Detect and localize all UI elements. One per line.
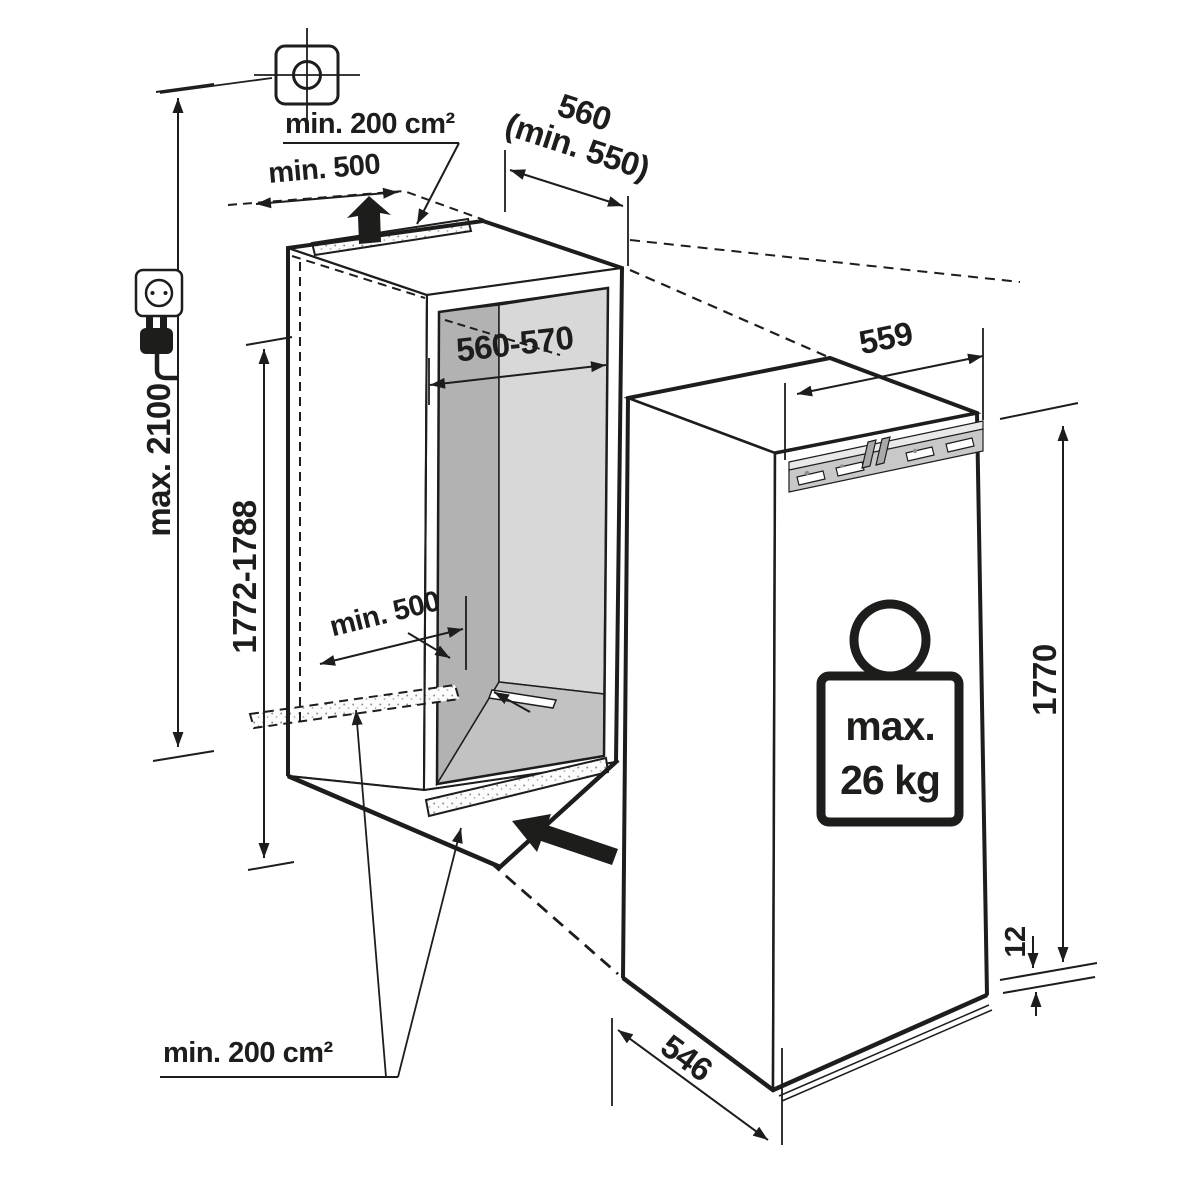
top-vent-area-callout: min. 200 cm² bbox=[283, 108, 460, 225]
appliance-side-face bbox=[621, 396, 777, 1093]
label-niche-height: 1772-1788 bbox=[226, 500, 263, 653]
label-clearance-above: min. 500 bbox=[267, 148, 381, 190]
position-crosshair-icon bbox=[254, 28, 360, 122]
niche-outline-right bbox=[482, 219, 625, 763]
airflow-up-arrow bbox=[347, 196, 391, 244]
appliance-height-dimension: 1770 bbox=[999, 402, 1098, 981]
label-door-weight-max: max. bbox=[845, 703, 934, 749]
niche-front-fold-line bbox=[423, 294, 428, 791]
niche-outline-bottom bbox=[287, 758, 620, 870]
power-socket-icon bbox=[134, 268, 184, 318]
niche-opening-outline bbox=[435, 286, 610, 786]
niche-hidden-edge-dashed bbox=[444, 319, 561, 356]
appliance-outline-bottom bbox=[621, 976, 988, 1093]
label-door-weight-value: 26 kg bbox=[840, 757, 940, 803]
appliance-front-top-edge bbox=[774, 411, 978, 455]
label-appliance-height: 1770 bbox=[1026, 644, 1063, 715]
niche-hidden-rear-top bbox=[291, 255, 426, 299]
niche-hidden-floor-vent bbox=[248, 683, 461, 730]
niche-to-appliance-bottom-projection bbox=[489, 860, 619, 976]
label-plinth-gap: 12 bbox=[1000, 926, 1032, 957]
label-max-height: max. 2100 bbox=[140, 383, 177, 536]
bottom-vent-area-callout: min. 200 cm² bbox=[160, 709, 463, 1078]
airflow-intake-arrow bbox=[512, 814, 618, 865]
power-plug-icon bbox=[140, 316, 179, 381]
crosshair-leader-line bbox=[159, 77, 273, 94]
label-vent-area-bottom: min. 200 cm² bbox=[163, 1037, 334, 1069]
plinth-gap-dimension: 12 bbox=[1000, 926, 1096, 1016]
niche-height-dimension: 1772-1788 bbox=[226, 336, 295, 871]
niche-to-appliance-top-projection bbox=[629, 268, 827, 358]
niche-outline-left-top bbox=[286, 219, 484, 776]
max-height-dimension: max. 2100 bbox=[140, 83, 215, 762]
max-weight-icon: max. 26 kg bbox=[816, 599, 964, 827]
label-appliance-depth-top: 559 bbox=[856, 314, 916, 361]
appliance-base-lines bbox=[778, 1004, 993, 1102]
label-vent-area-top: min. 200 cm² bbox=[285, 108, 456, 140]
wall-projection-dashed-line bbox=[629, 239, 1021, 283]
mounting-bracket-detail bbox=[788, 420, 984, 493]
